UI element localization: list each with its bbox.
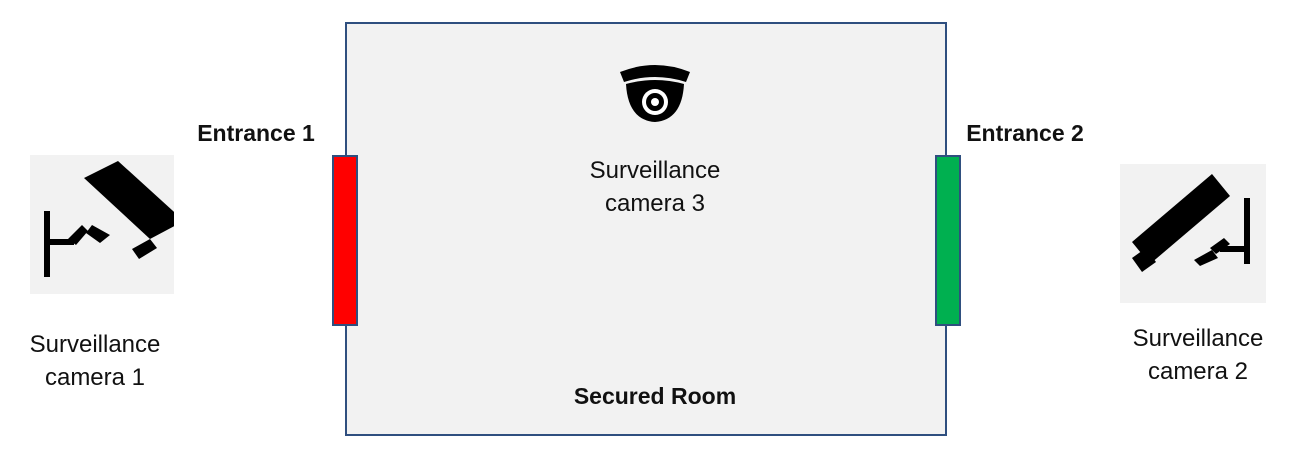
wall-mounted-camera-icon <box>1120 164 1266 303</box>
entrance-1-door <box>332 155 358 326</box>
camera-1-line2: camera 1 <box>44 364 146 391</box>
entrance-2-label: Entrance 2 <box>966 120 1084 146</box>
camera-2-caption: Surveillance camera 2 <box>1113 322 1283 388</box>
camera-3-line1: Surveillance <box>589 157 721 184</box>
camera-2-line1: Surveillance <box>1132 325 1264 352</box>
entrance-1-label: Entrance 1 <box>197 120 315 146</box>
dome-camera-icon <box>616 58 694 126</box>
entrance-2-door <box>935 155 961 326</box>
camera-1-line1: Surveillance <box>29 331 161 358</box>
camera-1-caption: Surveillance camera 1 <box>10 328 180 394</box>
wall-mounted-camera-icon <box>30 155 174 294</box>
camera-2-line2: camera 2 <box>1147 358 1249 385</box>
camera-3-caption: Surveillance camera 3 <box>570 154 740 220</box>
room-label: Secured Room <box>573 383 737 409</box>
camera-3-line2: camera 3 <box>604 190 706 217</box>
